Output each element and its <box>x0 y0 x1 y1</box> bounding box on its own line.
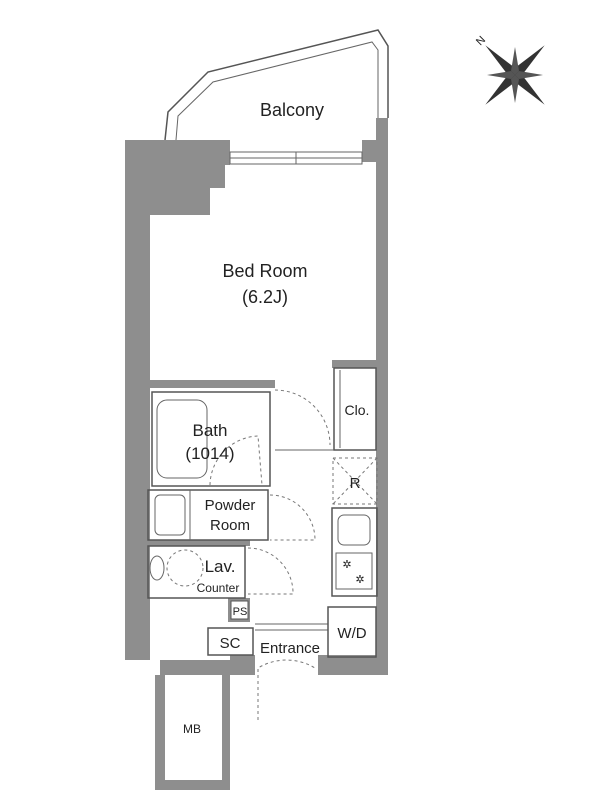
refrigerator-space: R <box>332 457 378 505</box>
bath: Bath (1014) <box>151 391 271 487</box>
balcony-label: Balcony <box>260 100 324 120</box>
window <box>229 151 363 165</box>
walls <box>125 118 388 790</box>
entrance-door <box>257 659 316 720</box>
bedroom-size: (6.2J) <box>242 287 288 307</box>
burner-icon: ✲ <box>342 559 351 571</box>
compass-icon: N <box>474 34 545 105</box>
lavatory: Lav. Counter <box>147 545 294 599</box>
powder-room-label: Room <box>210 517 250 534</box>
mb-label: MB <box>183 722 201 736</box>
powder-room: Powder Room <box>147 489 316 541</box>
ps-label: PS <box>233 606 248 618</box>
bath-label: Bath <box>193 421 228 440</box>
wd-label: W/D <box>337 625 366 642</box>
balcony: Balcony <box>164 29 389 141</box>
powder-room-label: Powder <box>205 497 256 514</box>
kitchen: ✲ ✲ <box>331 507 378 597</box>
bath-size: (1014) <box>185 444 234 463</box>
bedroom-label: Bed Room <box>222 261 307 281</box>
counter-label: Counter <box>197 581 240 595</box>
entrance-label: Entrance <box>260 640 320 657</box>
lav-label: Lav. <box>205 557 236 576</box>
burner-icon: ✲ <box>355 574 364 586</box>
closet: Clo. <box>333 367 377 451</box>
refrigerator-label: R <box>350 475 361 492</box>
closet-label: Clo. <box>345 402 370 418</box>
sc-label: SC <box>220 635 241 652</box>
